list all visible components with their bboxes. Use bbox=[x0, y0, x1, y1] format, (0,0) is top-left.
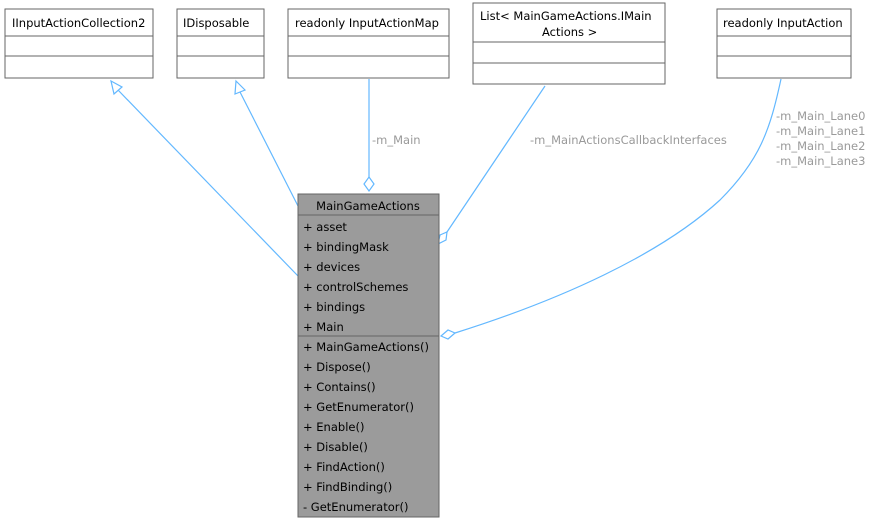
class-box-disposable[interactable]: IDisposable bbox=[176, 8, 265, 79]
edge-label-callback-interfaces: -m_MainActionsCallbackInterfaces bbox=[530, 133, 727, 147]
inheritance-arrowhead-disposable bbox=[234, 79, 247, 95]
method-find-action: + FindAction() bbox=[303, 460, 385, 474]
method-enable: + Enable() bbox=[303, 420, 364, 434]
method-main-game-actions: + MainGameActions() bbox=[303, 340, 429, 354]
inheritance-edge-disposable bbox=[239, 91, 299, 207]
class-name-input-action: readonly InputAction bbox=[723, 16, 843, 30]
class-box-input-action[interactable]: readonly InputAction bbox=[716, 8, 852, 79]
main-class-name: MainGameActions bbox=[316, 199, 420, 213]
inheritance-arrowhead-input-action-collection bbox=[110, 79, 124, 96]
method-contains: + Contains() bbox=[303, 380, 376, 394]
method-find-binding: + FindBinding() bbox=[303, 480, 392, 494]
class-box-callback-list[interactable]: List< MainGameActions.IMain Actions > bbox=[472, 2, 666, 85]
aggregation-diamond-input-action bbox=[439, 329, 457, 340]
aggregation-diamond-input-action-map bbox=[363, 175, 375, 193]
class-name-input-action-map: readonly InputActionMap bbox=[295, 16, 439, 30]
method-private-get-enumerator: - GetEnumerator() bbox=[303, 500, 408, 514]
aggregation-edge-callback-list bbox=[446, 85, 546, 233]
attribute-devices: + devices bbox=[303, 260, 360, 274]
class-box-input-action-collection[interactable]: IInputActionCollection2 bbox=[4, 8, 154, 79]
class-name-callback-list-line1: List< MainGameActions.IMain bbox=[480, 9, 652, 23]
attribute-asset: + asset bbox=[303, 220, 347, 234]
attribute-main: + Main bbox=[303, 320, 344, 334]
attribute-bindings: + bindings bbox=[303, 300, 365, 314]
edge-label-m-main: -m_Main bbox=[372, 133, 421, 147]
attribute-control-schemes: + controlSchemes bbox=[303, 280, 408, 294]
class-name-callback-list-line2: Actions > bbox=[542, 25, 597, 39]
class-box-main-game-actions[interactable]: MainGameActions + asset + bindingMask + … bbox=[297, 193, 440, 518]
method-dispose: + Dispose() bbox=[303, 360, 371, 374]
class-name-input-action-collection: IInputActionCollection2 bbox=[12, 16, 145, 30]
inheritance-edge-input-action-collection bbox=[117, 89, 299, 277]
edge-label-lane2: -m_Main_Lane2 bbox=[776, 139, 865, 153]
aggregation-edge-input-action bbox=[454, 78, 782, 334]
edge-label-lane0: -m_Main_Lane0 bbox=[776, 109, 865, 123]
class-box-input-action-map[interactable]: readonly InputActionMap bbox=[287, 8, 450, 79]
class-name-disposable: IDisposable bbox=[183, 16, 249, 30]
edge-label-lane1: -m_Main_Lane1 bbox=[776, 124, 865, 138]
method-disable: + Disable() bbox=[303, 440, 368, 454]
attribute-binding-mask: + bindingMask bbox=[303, 240, 389, 254]
method-get-enumerator: + GetEnumerator() bbox=[303, 400, 414, 414]
edge-label-lane3: -m_Main_Lane3 bbox=[776, 154, 865, 168]
